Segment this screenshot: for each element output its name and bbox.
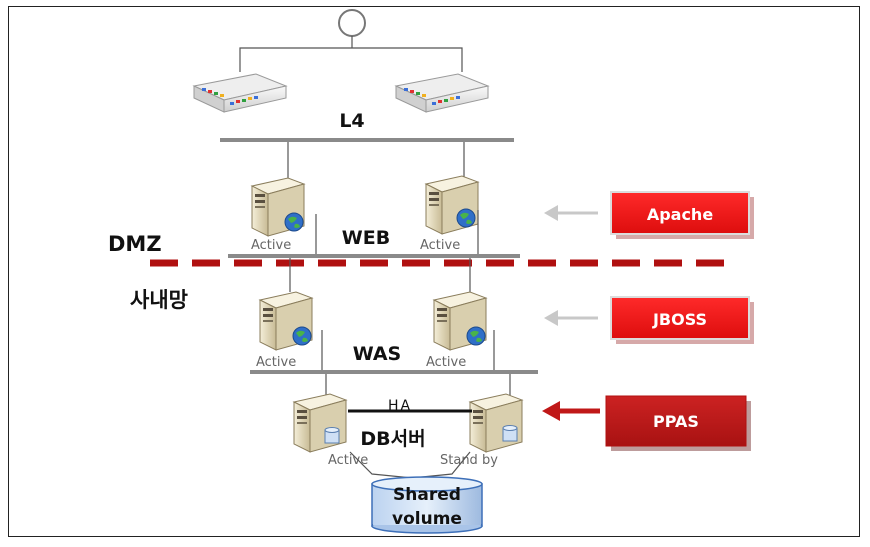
shared-volume-line1: Shared — [393, 485, 461, 505]
diagram-frame — [8, 6, 860, 537]
apache-arrow-icon — [544, 205, 598, 221]
db-right-status: Stand by — [440, 453, 498, 468]
internet-node — [338, 9, 366, 37]
db-label: DB서버 — [360, 428, 425, 450]
jboss-arrow-icon — [544, 310, 598, 326]
was-server-left — [259, 291, 313, 351]
was-label: WAS — [353, 343, 402, 365]
l4-switch-left-icon — [193, 73, 287, 113]
db-server-left — [293, 393, 347, 453]
web-label: WEB — [342, 227, 390, 249]
ppas-callout-label: PPAS — [653, 412, 699, 431]
l4-switch-right-icon — [395, 73, 489, 113]
was-left-status: Active — [256, 355, 296, 370]
globe-icon — [292, 326, 312, 346]
globe-icon — [456, 208, 476, 228]
l4-to-web-links — [287, 142, 465, 178]
dmz-label: DMZ — [108, 232, 162, 256]
ppas-arrow-icon — [542, 401, 600, 421]
web-to-was-links — [289, 258, 471, 292]
database-icon — [502, 425, 518, 442]
globe-icon — [284, 212, 304, 232]
web-server-left — [251, 177, 305, 237]
database-icon — [324, 427, 340, 444]
shared-volume-cylinder — [371, 476, 483, 534]
db-left-status: Active — [328, 453, 368, 468]
was-to-db-links — [325, 374, 511, 398]
jboss-callout: JBOSS — [610, 296, 754, 344]
jboss-callout-label: JBOSS — [652, 310, 707, 329]
globe-icon — [466, 326, 486, 346]
shared-volume-line2: volume — [392, 509, 462, 529]
apache-callout: Apache — [610, 191, 754, 239]
web-server-right — [425, 175, 479, 235]
web-right-status: Active — [420, 238, 460, 253]
db-server-right — [469, 393, 523, 453]
top-links — [239, 36, 463, 72]
ppas-callout: PPAS — [605, 395, 751, 451]
l4-label: L4 — [339, 110, 364, 132]
web-left-status: Active — [251, 238, 291, 253]
was-server-right — [433, 291, 487, 351]
apache-callout-label: Apache — [647, 205, 714, 224]
ha-label: HA — [388, 398, 412, 414]
internal-network-label: 사내망 — [130, 288, 188, 312]
server-icon — [469, 393, 523, 453]
was-right-status: Active — [426, 355, 466, 370]
